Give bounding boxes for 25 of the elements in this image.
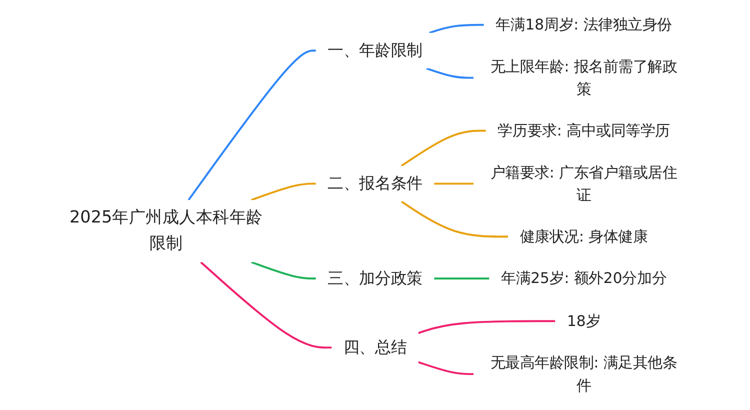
connector <box>400 200 508 238</box>
node-text: 无最高年龄限制: 满足其他条件 <box>490 354 678 394</box>
node-text: 户籍要求: 广东省户籍或居住证 <box>490 164 678 204</box>
connector <box>200 261 332 349</box>
node-text: 三、加分政策 <box>328 268 422 288</box>
node-text: 年满18周岁: 法律独立身份 <box>496 16 672 34</box>
connector <box>250 261 316 280</box>
node-text: 无上限年龄: 报名前需了解政策 <box>490 58 678 98</box>
connector <box>434 182 474 185</box>
connector <box>428 24 484 34</box>
connector <box>250 182 316 201</box>
connector <box>418 320 556 334</box>
node-text: 2025年广州成人本科年龄限制 <box>70 208 263 253</box>
node-text: 学历要求: 高中或同等学历 <box>498 122 670 140</box>
node-text: 一、年龄限制 <box>328 40 422 60</box>
node-text: 18岁 <box>567 312 601 330</box>
connector <box>426 67 474 79</box>
connector <box>400 130 486 167</box>
node-text: 二、报名条件 <box>328 174 422 193</box>
node-text: 四、总结 <box>343 338 407 356</box>
connector <box>418 361 474 376</box>
connector <box>434 278 490 280</box>
node-text: 年满25岁: 额外20分加分 <box>501 269 667 288</box>
node-text: 健康状况: 身体健康 <box>520 228 648 246</box>
connector <box>188 50 316 201</box>
